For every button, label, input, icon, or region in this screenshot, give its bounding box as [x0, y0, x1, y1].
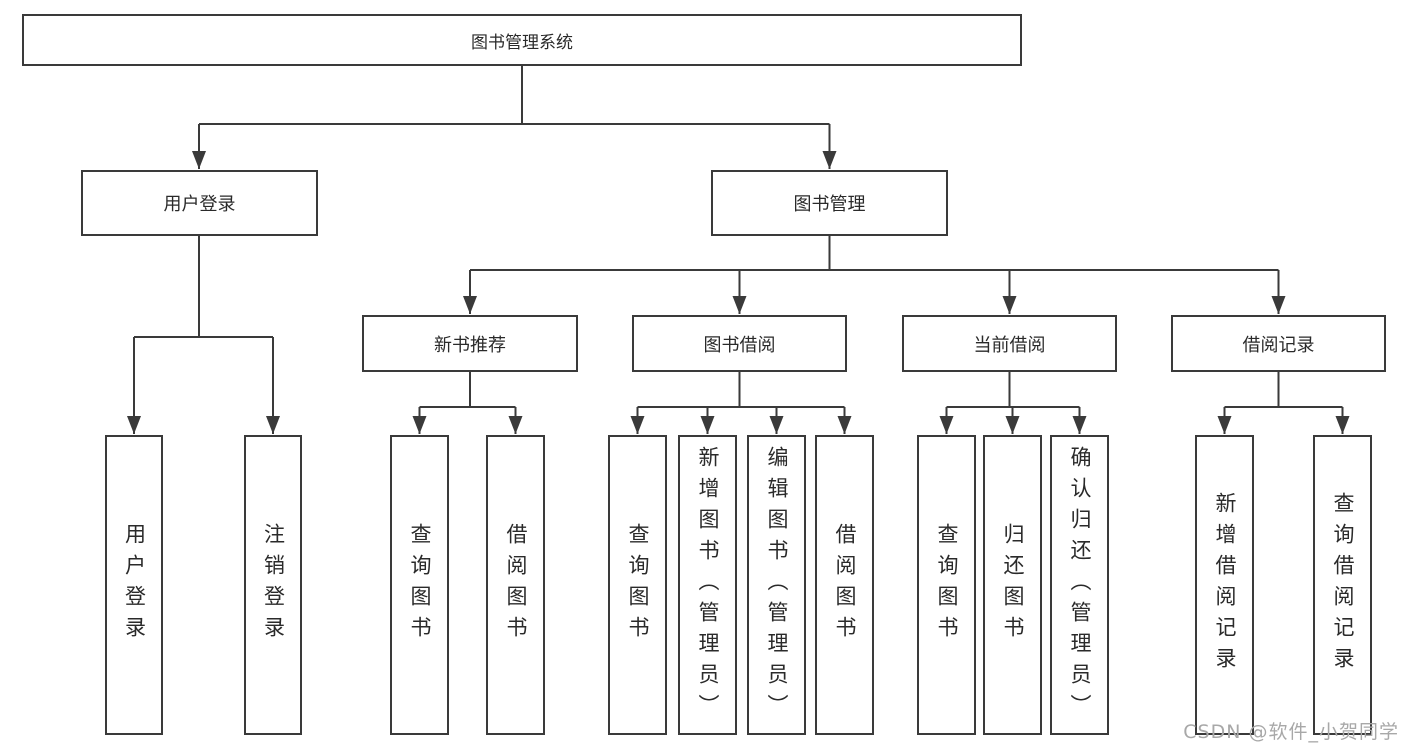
leaf-label: 新增借阅记录 — [1213, 492, 1237, 678]
connector-arrows — [127, 124, 1350, 434]
leaf-label: 归还图书 — [1001, 523, 1025, 647]
leaf-label: 编辑图书（管理员） — [765, 445, 789, 725]
node-library-management-system: 图书管理系统 — [22, 14, 1022, 66]
leaf-add-books-admin: 新增图书（管理员） — [678, 435, 737, 735]
leaf-label: 用户登录 — [122, 523, 147, 647]
node-borrow-records: 借阅记录 — [1171, 315, 1386, 372]
node-label: 新书推荐 — [434, 334, 506, 356]
leaf-label: 借阅图书 — [833, 523, 857, 647]
leaf-confirm-return-admin: 确认归还（管理员） — [1050, 435, 1109, 735]
leaf-label: 注销登录 — [261, 523, 286, 647]
node-label: 借阅记录 — [1242, 334, 1315, 356]
leaf-edit-books-admin: 编辑图书（管理员） — [747, 435, 806, 735]
leaf-logout: 注销登录 — [244, 435, 302, 735]
leaf-query-borrow-record: 查询借阅记录 — [1313, 435, 1372, 735]
node-user-login: 用户登录 — [81, 170, 318, 236]
leaf-label: 查询图书 — [626, 523, 650, 647]
leaf-user-login: 用户登录 — [105, 435, 163, 735]
node-current-borrow: 当前借阅 — [902, 315, 1117, 372]
leaf-label: 新增图书（管理员） — [696, 445, 720, 725]
csdn-watermark: CSDN @软件_小贺同学 — [1183, 721, 1399, 743]
node-label: 当前借阅 — [973, 334, 1046, 356]
leaf-query-books-2: 查询图书 — [608, 435, 667, 735]
node-new-book-recommend: 新书推荐 — [362, 315, 578, 372]
node-label: 图书管理 — [793, 194, 866, 215]
node-book-borrow: 图书借阅 — [632, 315, 847, 372]
leaf-label: 查询图书 — [935, 523, 959, 647]
leaf-borrow-books-1: 借阅图书 — [486, 435, 545, 735]
node-book-management: 图书管理 — [711, 170, 948, 236]
leaf-label: 借阅图书 — [504, 523, 528, 647]
leaf-label: 确认归还（管理员） — [1068, 445, 1092, 725]
leaf-label: 查询图书 — [408, 523, 432, 647]
leaf-label: 查询借阅记录 — [1331, 492, 1355, 678]
leaf-borrow-books-2: 借阅图书 — [815, 435, 874, 735]
node-label: 用户登录 — [163, 194, 236, 215]
node-label: 图书管理系统 — [471, 32, 573, 53]
leaf-query-books-3: 查询图书 — [917, 435, 976, 735]
connector-bus-segments — [134, 66, 1343, 408]
node-label: 图书借阅 — [703, 334, 776, 356]
leaf-return-books: 归还图书 — [983, 435, 1042, 735]
leaf-query-books-1: 查询图书 — [390, 435, 449, 735]
leaf-add-borrow-record: 新增借阅记录 — [1195, 435, 1254, 735]
